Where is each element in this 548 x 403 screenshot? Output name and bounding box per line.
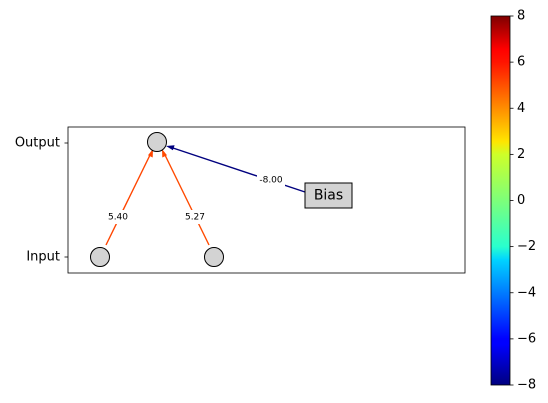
colorbar-tick-label-5: −2 (517, 239, 536, 254)
colorbar-tick-label-4: 0 (517, 193, 525, 208)
colorbar-ticks: 8 6 4 2 0 −2 −4 −6 −8 (510, 9, 536, 393)
colorbar-tick-label-7: −6 (517, 331, 536, 346)
edge-in1-out1 (105, 152, 152, 246)
node-input-1 (90, 247, 110, 267)
edge-label-bias-out1: -8.00 (259, 176, 283, 186)
diagram-axes (67, 126, 466, 274)
edge-label-bg-in2 (183, 210, 207, 224)
colorbar-tick-label-3: 2 (517, 147, 525, 162)
y-axis: Output Input (15, 136, 68, 265)
edge-in2-out1 (163, 152, 210, 246)
ytick-label-input: Input (26, 250, 60, 265)
colorbar-tick-label-6: −4 (517, 285, 536, 300)
bias-label: Bias (314, 188, 343, 204)
node-input-2 (204, 247, 224, 267)
colorbar-gradient (490, 15, 511, 386)
edge-in1-out1-arrowhead (148, 149, 153, 158)
edge-label-in1-out1: 5.40 (108, 213, 128, 223)
edge-in2-out1-arrowhead (162, 149, 167, 158)
bias-node: Bias (304, 182, 353, 209)
colorbar-tick-label-1: 6 (517, 55, 525, 70)
colorbar-tick-label-8: −8 (517, 378, 536, 393)
node-output (147, 132, 167, 152)
edge-label-bg-bias (257, 173, 285, 187)
bias-box (304, 182, 353, 209)
nodes (90, 132, 224, 267)
ytick-label-output: Output (15, 136, 60, 151)
colorbar-tick-label-2: 4 (517, 101, 525, 116)
edge-label-bg-in1 (106, 210, 130, 224)
colorbar: 8 6 4 2 0 −2 −4 −6 −8 (490, 9, 536, 393)
edge-bias-out1-arrowhead (166, 145, 175, 151)
colorbar-tick-label-0: 8 (517, 9, 525, 24)
edge-labels: 5.40 5.27 -8.00 (106, 173, 285, 224)
edge-label-in2-out1: 5.27 (185, 213, 205, 223)
